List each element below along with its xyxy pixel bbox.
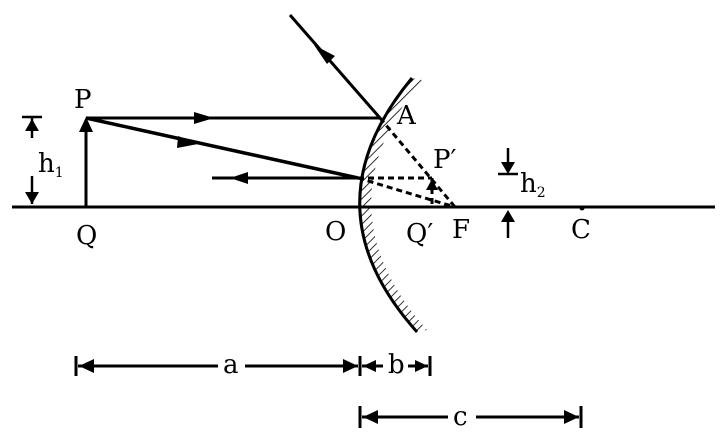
label-h1: h1 [38,149,64,181]
ray-to-pole [85,116,359,180]
label-A: A [396,101,417,131]
h1-dimension [22,115,42,204]
label-F: F [452,215,470,245]
label-b: b [388,350,405,380]
point-C-dot [579,205,585,211]
dimension-a [74,356,362,376]
ray-reflected-from-A [288,14,382,119]
label-a: a [223,350,239,380]
dimension-b [362,356,432,376]
h2-dimension [498,148,518,238]
label-P-prime: P′ [433,145,456,175]
label-P: P [74,85,92,115]
label-h2: h2 [520,169,546,201]
mirror-hatching [359,78,427,332]
convex-mirror [358,77,427,334]
mirror-surface [358,77,419,334]
ray-reflected-from-pole [212,172,358,184]
image-arrow-head [426,179,438,190]
ray-parallel [86,112,380,124]
object-arrow [79,117,93,207]
dimension-c [358,406,583,428]
label-O: O [325,217,346,247]
label-Q-prime: Q′ [406,219,433,249]
label-Q: Q [76,221,97,251]
label-c: c [453,402,468,432]
label-C: C [571,215,591,245]
